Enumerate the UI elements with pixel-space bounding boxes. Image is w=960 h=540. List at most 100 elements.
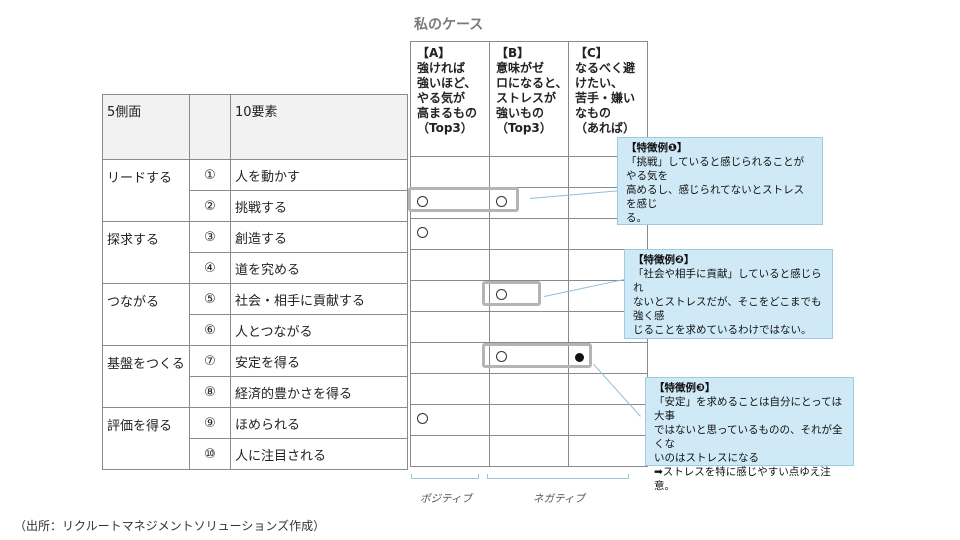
case-cell: [410, 435, 490, 467]
case-cell: [410, 249, 490, 281]
case-cell: [568, 435, 648, 467]
element-number: ⑤: [189, 283, 231, 315]
open-circle-mark: [496, 196, 507, 207]
column-description-line: ロになると、: [496, 76, 568, 90]
element-number: ⑧: [189, 376, 231, 408]
case-cell: [568, 404, 648, 436]
element-number: ⑩: [189, 438, 231, 470]
element-label: 挑戦する: [230, 190, 408, 222]
callout-title: 【特徴例❶】: [626, 142, 688, 154]
case-cell: [489, 249, 569, 281]
element-number: ④: [189, 252, 231, 284]
case-column-header: 【A】強ければ強いほど、やる気が高まるもの（Top3）: [410, 41, 490, 157]
table-row: ④ 道を究める: [103, 252, 408, 284]
case-cell: [410, 342, 490, 374]
callout-text-line: ➡ストレスを特に感じやすい点ゆえ注意。: [654, 466, 831, 492]
open-circle-mark: [417, 413, 428, 424]
column-code: 【A】: [417, 46, 451, 60]
case-cell: [410, 187, 490, 219]
table-row: 評価を得る ⑨ ほめられる: [102, 407, 408, 470]
element-label: 人とつながる: [230, 314, 408, 346]
element-label: 人に注目される: [230, 438, 408, 470]
open-circle-mark: [417, 196, 428, 207]
callout-text-line: ないとストレスだが、そこをどこまでも強く感: [633, 296, 822, 322]
element-label: 社会・相手に貢献する: [230, 283, 408, 315]
case-row: [410, 311, 648, 343]
case-row: [410, 156, 648, 188]
highlight-frame-stability: [482, 343, 592, 368]
feature-example-1-callout: 【特徴例❶】「挑戦」していると感じられることがやる気を高めるし、感じられてないと…: [617, 137, 823, 225]
column-description-line: 高まるもの: [417, 106, 478, 120]
ten-elements-table: 5側面 10要素 リードする ① 人を動かす ② 挑戦する 探求する ③ 創造す…: [102, 94, 408, 470]
column-description-line: （あれば）: [575, 121, 636, 135]
callout-text-line: いのはストレスになる: [654, 452, 759, 464]
case-row: [410, 373, 648, 405]
element-label: ほめられる: [230, 407, 408, 439]
element-label: 創造する: [230, 221, 408, 253]
case-row: [410, 435, 648, 467]
table-row: 基盤をつくる ⑦ 安定を得る: [102, 345, 408, 408]
case-row: [410, 404, 648, 436]
case-cell: [489, 311, 569, 343]
source-note: （出所：リクルートマネジメントソリューションズ作成）: [14, 519, 326, 533]
column-description-line: 意味がゼ: [496, 61, 545, 75]
callout-text-line: 「安定」を求めることは自分にとっては大事: [654, 396, 842, 422]
column-description-line: （Top3）: [496, 121, 552, 135]
element-number: ③: [189, 221, 231, 253]
feature-example-2-callout: 【特徴例❷】「社会や相手に貢献」していると感じられないとストレスだが、そこをどこ…: [624, 249, 833, 339]
column-description-line: 強いもの: [496, 106, 545, 120]
highlight-frame-contribute: [482, 281, 541, 306]
column-description-line: ストレスが: [496, 91, 557, 105]
column-description-line: やる気が: [417, 91, 466, 105]
aspect-cell: リードする: [102, 159, 190, 222]
table-row: ⑩ 人に注目される: [103, 438, 408, 470]
element-number: ⑦: [189, 345, 231, 377]
table-row: 探求する ③ 創造する: [102, 221, 408, 284]
column-code: 【B】: [496, 46, 530, 60]
column-description-line: なもの: [575, 106, 612, 120]
case-cell: [410, 404, 490, 436]
column-description-line: （Top3）: [417, 121, 473, 135]
column-code: 【C】: [575, 46, 608, 60]
negative-label: ネガティブ: [533, 493, 585, 505]
negative-bracket: [487, 474, 629, 479]
element-label: 道を究める: [230, 252, 408, 284]
element-number: ①: [189, 159, 231, 191]
column-description-line: けたい、: [575, 76, 624, 90]
callout-text-line: 「挑戦」していると感じられることがやる気を: [626, 156, 805, 182]
case-row: [410, 218, 648, 250]
aspect-cell: 探求する: [102, 221, 190, 284]
callout-title: 【特徴例❷】: [633, 254, 695, 266]
case-header-row: 【A】強ければ強いほど、やる気が高まるもの（Top3） 【B】意味がゼロになると、…: [410, 41, 648, 157]
callout-text-line: 「社会や相手に貢献」していると感じられ: [633, 268, 822, 294]
case-cell: [489, 373, 569, 405]
element-label: 安定を得る: [230, 345, 408, 377]
case-cell: [410, 311, 490, 343]
column-description-line: 強いほど、: [417, 76, 477, 90]
callout-text-line: 高めるし、感じられてないとストレスを感じ: [626, 184, 805, 210]
element-label: 経済的豊かさを得る: [230, 376, 408, 408]
callout-text-line: ではないと思っているものの、それが全くな: [654, 424, 843, 450]
aspect-cell: 基盤をつくる: [102, 345, 190, 408]
element-label: 人を動かす: [230, 159, 408, 191]
case-row: [410, 187, 648, 219]
case-cell: [568, 342, 648, 374]
filled-circle-mark: [575, 353, 584, 362]
case-cell: [410, 280, 490, 312]
case-cell: [489, 435, 569, 467]
aspect-cell: 評価を得る: [102, 407, 190, 470]
element-number: ⑥: [189, 314, 231, 346]
table-row: ⑧ 経済的豊かさを得る: [103, 376, 408, 408]
aspect-cell: つながる: [102, 283, 190, 346]
case-cell: [489, 187, 569, 219]
case-cell: [489, 404, 569, 436]
open-circle-mark: [417, 227, 428, 238]
case-cell: [489, 156, 569, 188]
case-cell: [410, 156, 490, 188]
elements-header: 10要素: [230, 94, 408, 160]
highlight-frame-challenge: [408, 187, 519, 212]
my-case-table: 【A】強ければ強いほど、やる気が高まるもの（Top3） 【B】意味がゼロになると、…: [410, 41, 648, 467]
callout-text-line: じることを求めているわけではない。: [633, 324, 812, 336]
feature-example-3-callout: 【特徴例❸】「安定」を求めることは自分にとっては大事ではないと思っているものの、…: [645, 377, 854, 492]
open-circle-mark: [496, 351, 507, 362]
